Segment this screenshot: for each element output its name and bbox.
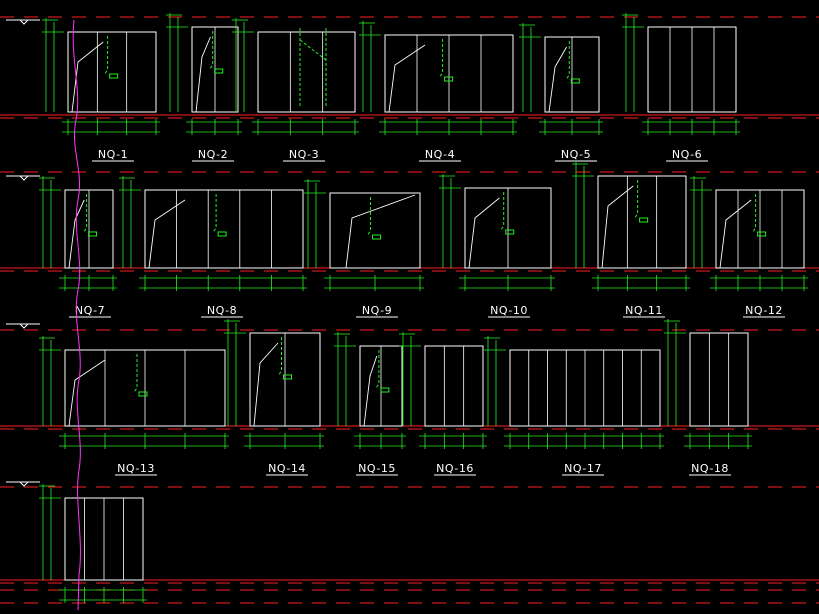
opening-detail: [133, 354, 138, 393]
opening-detail: [212, 194, 217, 233]
panel-label: NQ-7: [75, 304, 105, 317]
wall-panel: [42, 18, 160, 135]
slope-line: [68, 359, 106, 427]
slope-line: [71, 41, 104, 113]
detail-mark: [214, 68, 224, 74]
slope-line: [253, 342, 279, 427]
slope-line: [468, 197, 500, 269]
opening-detail: [634, 180, 639, 219]
wall-panel: [39, 336, 229, 449]
detail-mark: [639, 217, 649, 223]
panel-label: NQ-14: [268, 462, 306, 475]
opening-detail: [500, 192, 505, 231]
opening-detail: [104, 36, 109, 75]
opening-detail: [375, 350, 380, 389]
panel-label: NQ-1: [98, 148, 128, 161]
opening-detail: [439, 39, 444, 78]
panel-label: NQ-8: [207, 304, 237, 317]
slope-line: [148, 199, 186, 269]
detail-mark: [217, 231, 227, 237]
panel-label: NQ-6: [672, 148, 702, 161]
detail-mark: [505, 229, 515, 235]
wall-panel: [664, 319, 752, 449]
detail-mark: [372, 234, 381, 240]
panel-outline: [144, 189, 304, 269]
slope-line: [68, 199, 85, 269]
wall-panel: [232, 18, 359, 135]
panel-label: NQ-2: [198, 148, 228, 161]
wall-panel: [166, 13, 242, 135]
wall-panel: [439, 174, 555, 291]
level-triangle: [19, 323, 29, 329]
detail-annotations: [6, 19, 327, 487]
opening-detail: [752, 194, 757, 233]
panel-outline: [424, 345, 484, 427]
level-triangle: [19, 19, 29, 25]
detail-mark: [138, 391, 148, 397]
wall-panel: [484, 336, 664, 449]
wall-panel: [39, 176, 117, 291]
panel-label: NQ-15: [358, 462, 396, 475]
wall-panel: [519, 23, 603, 135]
opening-detail: [278, 337, 282, 376]
detail-mark: [380, 387, 390, 393]
detail-mark: [570, 78, 580, 84]
wall-panel: [622, 13, 740, 135]
slope-line: [388, 44, 426, 113]
slope-line: [548, 46, 567, 113]
panel-label: NQ-5: [561, 148, 591, 161]
panel-label: NQ-17: [564, 462, 602, 475]
panel-label: NQ-10: [490, 304, 528, 317]
slope-line: [195, 36, 211, 113]
panel-label: NQ-12: [745, 304, 783, 317]
wall-panel: [224, 319, 324, 449]
panel-label: NQ-11: [625, 304, 663, 317]
wall-panel: [399, 332, 487, 449]
detail-mark: [283, 374, 292, 380]
panel-outline: [329, 192, 421, 269]
axis-curve: [72, 19, 81, 611]
panel-label: NQ-16: [436, 462, 474, 475]
slope-line: [719, 199, 752, 269]
level-triangle: [19, 175, 29, 181]
detail-mark: [88, 231, 98, 237]
panel-label: NQ-9: [362, 304, 392, 317]
panel-outline: [597, 175, 687, 269]
panel-outline: [689, 332, 749, 427]
detail-mark: [757, 231, 767, 237]
slope-line: [345, 194, 416, 269]
panel-label: NQ-18: [691, 462, 729, 475]
detail-mark: [109, 73, 119, 79]
wall-panel: [119, 176, 307, 291]
wall-panel: [39, 484, 147, 603]
nq3-detail-line: [299, 39, 327, 61]
wall-panel: [359, 21, 517, 135]
opening-detail: [565, 41, 570, 80]
panel-label: NQ-13: [117, 462, 155, 475]
floor-lines: [0, 16, 819, 604]
slope-line: [363, 355, 378, 427]
opening-detail: [209, 31, 214, 70]
wall-panel: [572, 162, 690, 291]
opening-detail: [83, 194, 88, 233]
opening-detail: [367, 197, 371, 236]
panel-label: NQ-4: [425, 148, 455, 161]
panel-outline: [257, 31, 356, 113]
wall-panel: [304, 179, 424, 291]
detail-mark: [444, 76, 454, 82]
wall-panel: [334, 332, 406, 449]
panel-label: NQ-3: [289, 148, 319, 161]
wall-panels: [39, 13, 808, 603]
wall-panel: [690, 176, 808, 291]
level-triangle: [19, 481, 29, 487]
slope-line: [601, 185, 634, 269]
panel-outline: [67, 31, 157, 113]
